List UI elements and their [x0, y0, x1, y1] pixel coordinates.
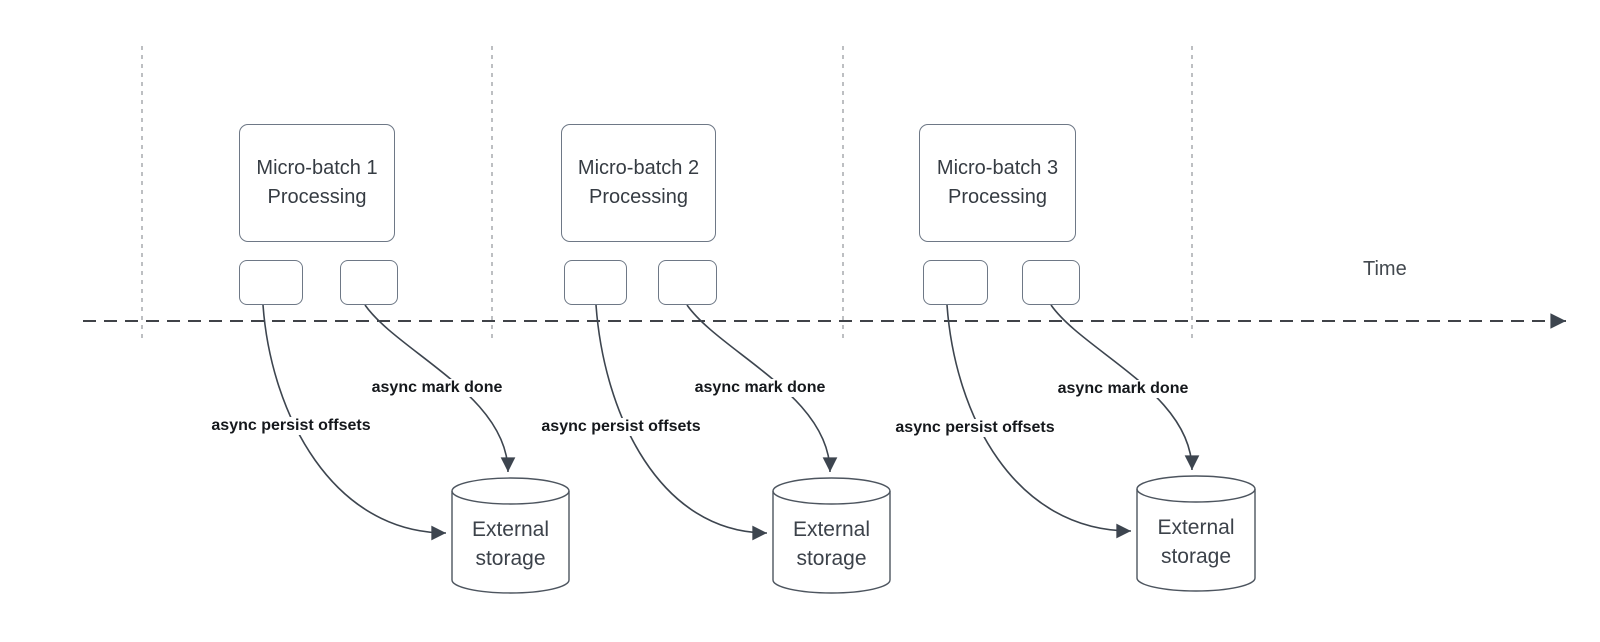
mark-done-label-1: async mark done — [368, 379, 506, 397]
storage-text-line2: storage — [1160, 545, 1232, 568]
storage-cylinder-2 — [772, 477, 891, 594]
micro-batch-2-offset-task-box — [564, 260, 627, 305]
mark-done-arrow-2 — [686, 304, 838, 473]
micro-batch-2-title-line2: Processing — [589, 186, 688, 208]
external-storage-label-1: External storage — [452, 498, 569, 590]
micro-batch-1-title-line2: Processing — [267, 186, 367, 208]
persist-offsets-label-3: async persist offsets — [892, 419, 1058, 437]
persist-offsets-arrow-2 — [595, 304, 768, 541]
persist-offsets-label-2: async persist offsets — [538, 418, 704, 436]
mark-done-arrow-3 — [1050, 304, 1200, 471]
micro-batch-3-done-task-box — [1022, 260, 1080, 305]
storage-cylinder-3 — [1136, 475, 1256, 592]
micro-batch-3-box: Micro-batch 3 Processing — [919, 124, 1076, 242]
mark-done-label-3: async mark done — [1054, 380, 1192, 398]
storage-cylinder-1 — [451, 477, 570, 594]
persist-offsets-arrow-3 — [946, 304, 1132, 539]
external-storage-label-3: External storage — [1137, 496, 1255, 588]
micro-batch-1-offset-task-box — [239, 260, 303, 305]
persist-offsets-arrow-1 — [262, 304, 447, 541]
micro-batch-1-box: Micro-batch 1 Processing — [239, 124, 395, 242]
mark-done-arrow-1 — [364, 304, 516, 473]
storage-text-line2: storage — [475, 547, 546, 570]
external-storage-label-2: External storage — [773, 498, 890, 590]
mark-done-label-2: async mark done — [691, 379, 829, 397]
micro-batch-1-title-line1: Micro-batch 1 — [256, 157, 378, 179]
storage-text-line2: storage — [796, 547, 867, 570]
micro-batch-3-offset-task-box — [923, 260, 988, 305]
storage-text-line1: External — [792, 518, 871, 541]
micro-batch-1-done-task-box — [340, 260, 398, 305]
micro-batch-2-title-line1: Micro-batch 2 — [577, 157, 700, 179]
micro-batch-3-title-line2: Processing — [948, 186, 1047, 208]
time-axis-label: Time — [1363, 258, 1407, 280]
storage-text-line1: External — [1157, 516, 1235, 539]
micro-batch-2-box: Micro-batch 2 Processing — [561, 124, 716, 242]
micro-batch-3-title-line1: Micro-batch 3 — [936, 157, 1059, 179]
persist-offsets-label-1: async persist offsets — [208, 417, 374, 435]
micro-batch-2-done-task-box — [658, 260, 717, 305]
storage-text-line1: External — [471, 518, 550, 541]
